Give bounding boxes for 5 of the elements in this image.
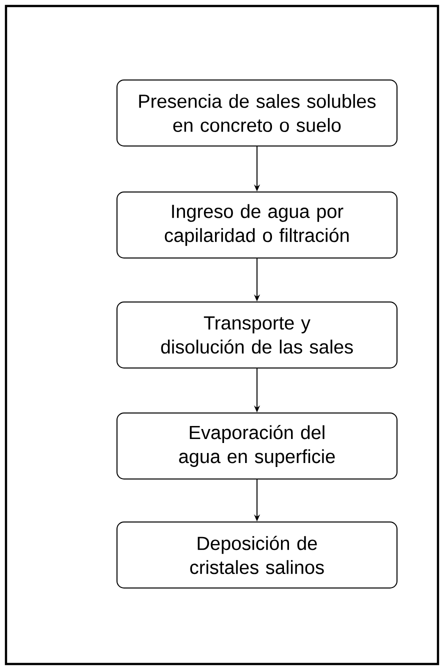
process-box: Evaporación del agua en superficie: [116, 412, 398, 480]
process-box: Ingreso de agua por capilaridad o filtración: [116, 192, 398, 258]
process-box: Presencia de sales solubles en concreto o suelo: [116, 80, 398, 146]
process-box: Deposición de cristales salinos: [116, 522, 398, 588]
process-box: Transporte y disolución de las sales: [116, 302, 398, 368]
